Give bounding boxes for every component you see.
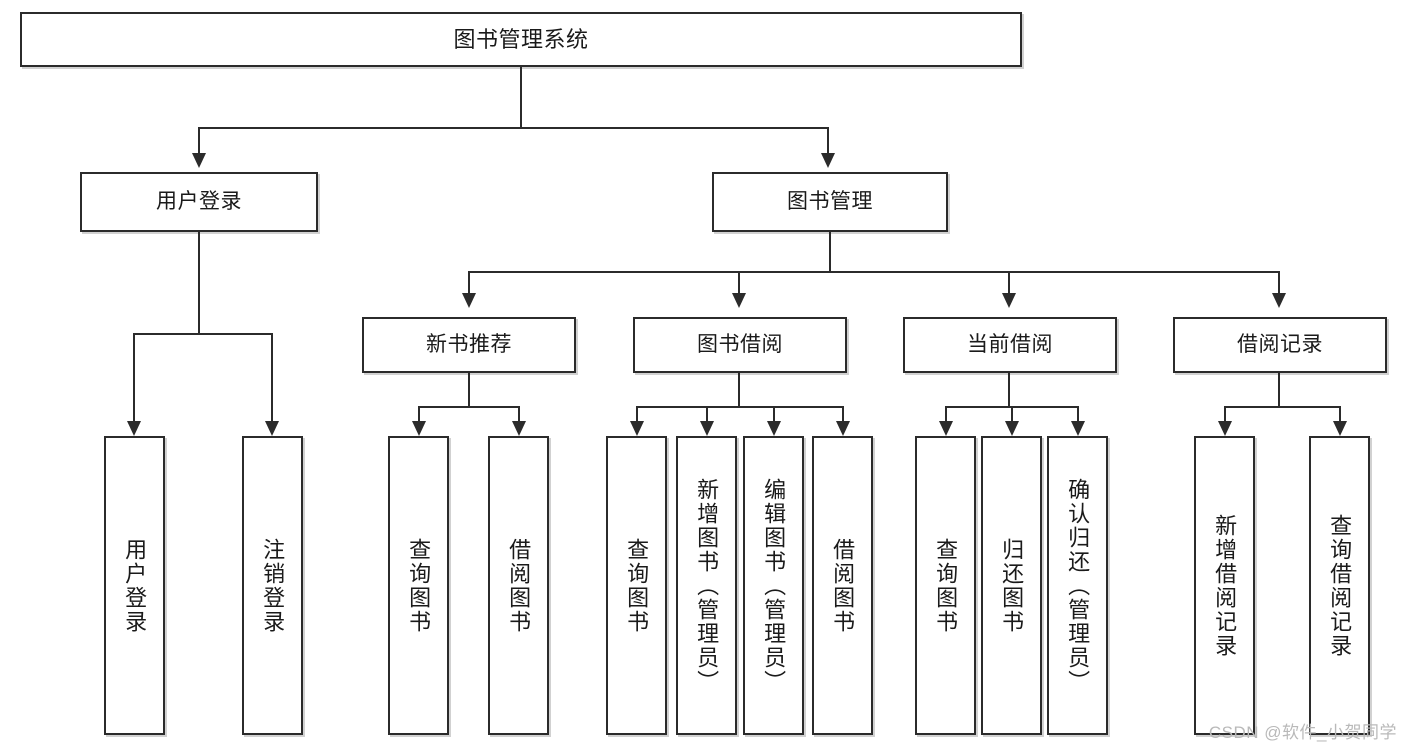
- node-label: 图书管理: [787, 189, 873, 213]
- arrow-user-login-leaf-1: [127, 421, 141, 436]
- node-label: 归还图书: [999, 537, 1025, 634]
- node-leaf-return-book[interactable]: 归还图书: [981, 436, 1042, 735]
- node-user-login[interactable]: 用户登录: [80, 172, 318, 232]
- edge-to-user-login: [198, 127, 200, 153]
- arrow-current-borrow-leaf-1: [939, 421, 953, 436]
- edge-level2-bar: [468, 271, 1280, 273]
- arrow-new-book-leaf-1: [412, 421, 426, 436]
- edge-book-borrow-leaf-3: [773, 406, 775, 421]
- edge-book-borrow-leaf-1: [636, 406, 638, 421]
- arrow-borrow-record-leaf-1: [1218, 421, 1232, 436]
- arrow-new-book-leaf-2: [512, 421, 526, 436]
- node-label: 图书借阅: [697, 332, 783, 356]
- edge-user-login-bar: [133, 333, 273, 335]
- node-label: 新书推荐: [426, 332, 512, 356]
- edge-new-book-leaf-1: [418, 406, 420, 421]
- edge-root-bar: [198, 127, 828, 129]
- arrow-book-borrow-leaf-4: [836, 421, 850, 436]
- node-leaf-edit-book-admin[interactable]: 编辑图书（管理员）: [743, 436, 804, 735]
- node-leaf-borrow-book-recommend[interactable]: 借阅图书: [488, 436, 549, 735]
- node-label: 新增图书（管理员）: [694, 477, 720, 694]
- node-label: 注销登录: [260, 537, 286, 634]
- arrow-current-borrow-leaf-3: [1071, 421, 1085, 436]
- arrow-borrow-record-leaf-2: [1333, 421, 1347, 436]
- edge-current-borrow-leaf-1: [945, 406, 947, 421]
- edge-book-borrow-bar: [636, 406, 844, 408]
- edge-borrow-record-stem: [1278, 373, 1280, 407]
- node-leaf-query-book-current[interactable]: 查询图书: [915, 436, 976, 735]
- node-book-management[interactable]: 图书管理: [712, 172, 948, 232]
- node-label: 借阅图书: [506, 537, 532, 634]
- node-leaf-query-book-borrow[interactable]: 查询图书: [606, 436, 667, 735]
- arrow-book-borrow-leaf-2: [700, 421, 714, 436]
- edge-new-book-stem: [468, 373, 470, 407]
- node-book-borrow[interactable]: 图书借阅: [633, 317, 847, 373]
- edge-new-book-bar: [418, 406, 520, 408]
- node-label: 查询借阅记录: [1327, 513, 1353, 658]
- arrow-book-borrow-leaf-3: [767, 421, 781, 436]
- arrow-to-new-book-recommend: [462, 293, 476, 308]
- node-label: 借阅记录: [1237, 332, 1323, 356]
- edge-to-book-borrow: [738, 271, 740, 293]
- arrow-current-borrow-leaf-2: [1005, 421, 1019, 436]
- node-label: 查询图书: [406, 537, 432, 634]
- node-label: 查询图书: [933, 537, 959, 634]
- edge-to-current-borrow: [1008, 271, 1010, 293]
- arrow-to-borrow-record: [1272, 293, 1286, 308]
- node-label: 用户登录: [122, 537, 148, 634]
- edge-book-management-stem: [829, 232, 831, 272]
- arrow-to-book-borrow: [732, 293, 746, 308]
- node-borrow-record[interactable]: 借阅记录: [1173, 317, 1387, 373]
- edge-borrow-record-bar: [1224, 406, 1340, 408]
- edge-book-borrow-leaf-4: [842, 406, 844, 421]
- edge-current-borrow-stem: [1008, 373, 1010, 407]
- edge-to-book-management: [827, 127, 829, 153]
- node-book-management-system[interactable]: 图书管理系统: [20, 12, 1022, 67]
- edge-borrow-record-leaf-2: [1339, 406, 1341, 421]
- node-new-book-recommend[interactable]: 新书推荐: [362, 317, 576, 373]
- node-leaf-logout[interactable]: 注销登录: [242, 436, 303, 735]
- edge-new-book-leaf-2: [518, 406, 520, 421]
- node-leaf-query-borrow-record[interactable]: 查询借阅记录: [1309, 436, 1370, 735]
- edge-book-borrow-leaf-2: [706, 406, 708, 421]
- csdn-watermark: CSDN @软件_小贺同学: [1208, 723, 1397, 742]
- arrow-book-borrow-leaf-1: [630, 421, 644, 436]
- edge-borrow-record-leaf-1: [1224, 406, 1226, 421]
- node-current-borrow[interactable]: 当前借阅: [903, 317, 1117, 373]
- arrow-to-user-login: [192, 153, 206, 168]
- node-label: 用户登录: [156, 189, 242, 213]
- node-label: 图书管理系统: [453, 26, 589, 52]
- edge-to-borrow-record: [1278, 271, 1280, 293]
- edge-current-borrow-leaf-3: [1077, 406, 1079, 421]
- node-label: 确认归还（管理员）: [1065, 477, 1091, 694]
- edge-to-new-book-recommend: [468, 271, 470, 293]
- node-leaf-confirm-return-admin[interactable]: 确认归还（管理员）: [1047, 436, 1108, 735]
- edge-book-borrow-stem: [738, 373, 740, 407]
- node-label: 编辑图书（管理员）: [761, 477, 787, 694]
- node-leaf-user-login[interactable]: 用户登录: [104, 436, 165, 735]
- edge-user-login-leaf-2: [271, 333, 273, 421]
- node-label: 新增借阅记录: [1212, 513, 1238, 658]
- arrow-user-login-leaf-2: [265, 421, 279, 436]
- node-label: 当前借阅: [967, 332, 1053, 356]
- node-leaf-add-book-admin[interactable]: 新增图书（管理员）: [676, 436, 737, 735]
- node-label: 借阅图书: [830, 537, 856, 634]
- arrow-to-current-borrow: [1002, 293, 1016, 308]
- node-leaf-query-book-recommend[interactable]: 查询图书: [388, 436, 449, 735]
- node-leaf-borrow-book[interactable]: 借阅图书: [812, 436, 873, 735]
- edge-current-borrow-leaf-2: [1011, 406, 1013, 421]
- edge-root-stem: [520, 67, 522, 128]
- node-leaf-add-borrow-record[interactable]: 新增借阅记录: [1194, 436, 1255, 735]
- arrow-to-book-management: [821, 153, 835, 168]
- edge-user-login-stem: [198, 232, 200, 334]
- edge-user-login-leaf-1: [133, 333, 135, 421]
- node-label: 查询图书: [624, 537, 650, 634]
